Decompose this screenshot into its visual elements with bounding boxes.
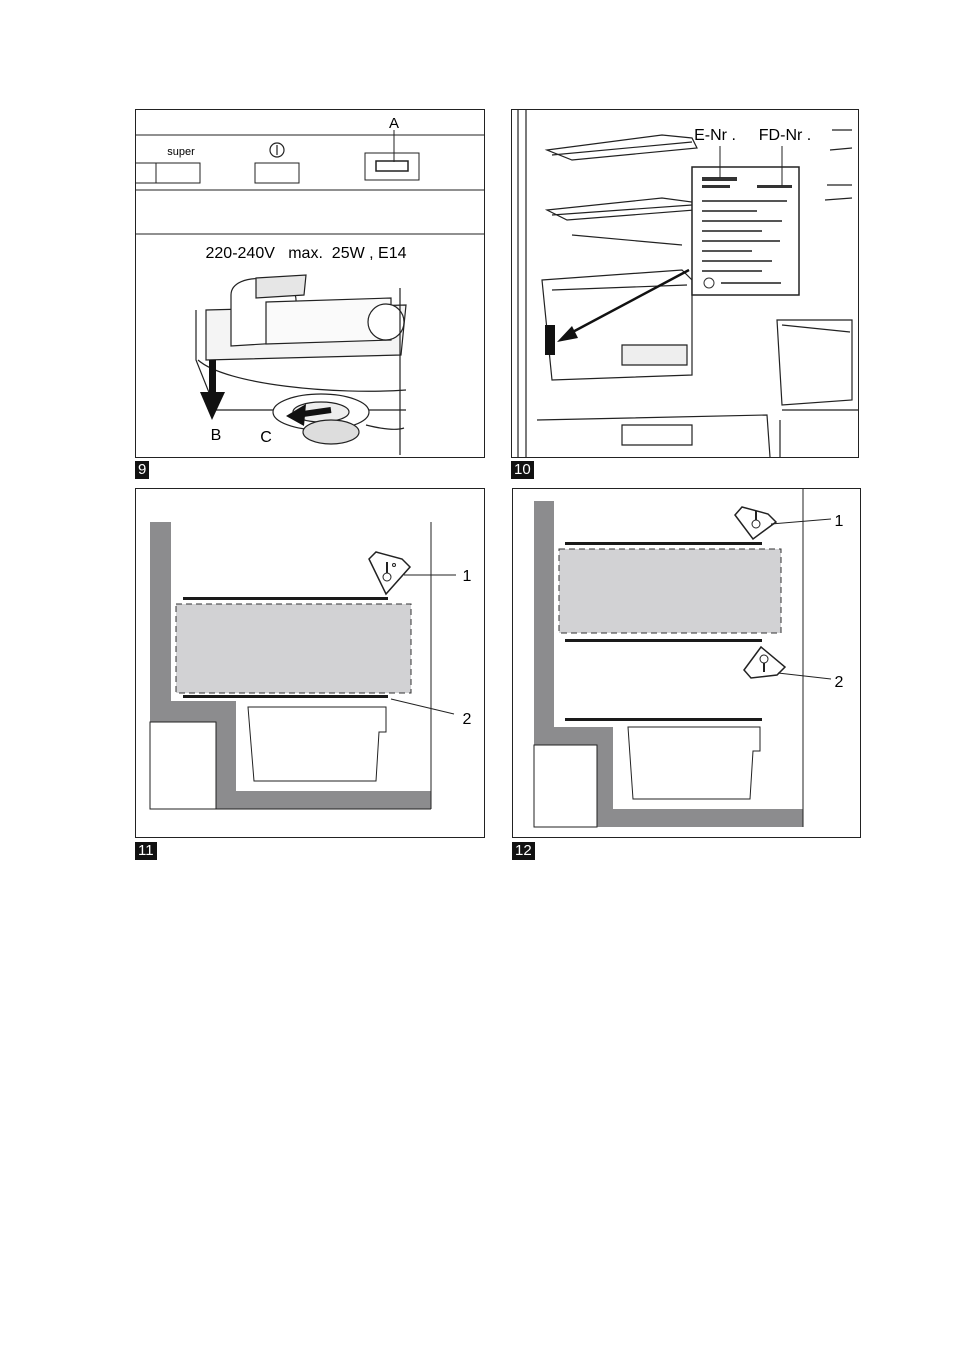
label-c: C: [260, 429, 272, 446]
thermometer-sign-icon: [735, 507, 776, 539]
coldest-zone: [559, 549, 781, 633]
figure-12-drawing: 1 2: [513, 489, 860, 837]
light-switch: [365, 153, 419, 180]
rating-plate-location: [545, 325, 555, 355]
figure-11-panel: 1 2: [135, 488, 485, 838]
super-button: [156, 163, 200, 183]
thermometer-sign-icon: [369, 552, 410, 594]
figure-number-12: 12: [512, 842, 535, 860]
label-a: A: [389, 115, 399, 132]
shelf-middle: [565, 639, 762, 642]
button-left: [136, 163, 156, 183]
callout-2: 2: [463, 711, 472, 728]
figure-12-panel: 1 2: [512, 488, 861, 838]
figure-10-panel: E-Nr . FD-Nr .: [511, 109, 859, 458]
callout-2: 2: [835, 674, 844, 691]
figure-10-drawing: E-Nr . FD-Nr .: [512, 110, 858, 457]
figure-number-10: 10: [511, 461, 534, 479]
shelf-top: [565, 542, 762, 545]
on-off-button: [255, 163, 299, 183]
e-nr-label: E-Nr .: [694, 127, 736, 144]
figure-9-panel: A super 220-240V max. 25W , E14: [135, 109, 485, 458]
callout-1: 1: [835, 513, 844, 530]
figure-number-9: 9: [135, 461, 149, 479]
figure-9-drawing: A super 220-240V max. 25W , E14: [136, 110, 484, 457]
shelf-upper: [183, 597, 388, 600]
label-b: B: [211, 427, 222, 444]
fd-nr-label: FD-Nr .: [759, 127, 811, 144]
lamp-spec: 220-240V max. 25W , E14: [206, 245, 407, 262]
coldest-zone: [176, 604, 411, 693]
lamp-icon: [196, 275, 406, 455]
shelf-lower: [183, 695, 388, 698]
figure-number-11: 11: [135, 842, 157, 860]
callout-1: 1: [463, 568, 472, 585]
rating-plate: [692, 167, 799, 295]
super-label: super: [167, 146, 195, 158]
shelf-bottom: [565, 718, 762, 721]
figure-11-drawing: 1 2: [136, 489, 484, 837]
